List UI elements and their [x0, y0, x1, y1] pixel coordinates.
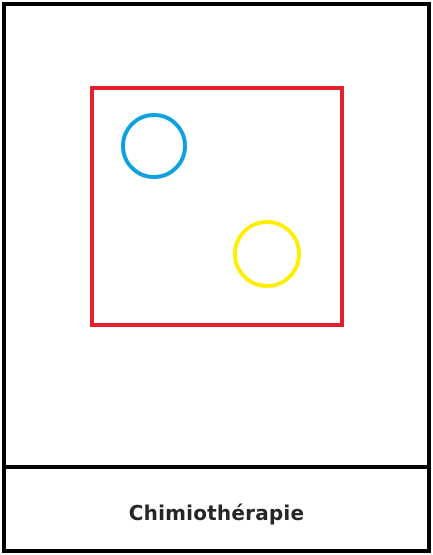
- illustration-area: [6, 6, 427, 465]
- illustration-svg: [90, 86, 344, 327]
- caption-area: Chimiothérapie: [6, 465, 427, 553]
- red-square-frame: [90, 86, 344, 327]
- caption-label: Chimiothérapie: [128, 501, 305, 525]
- blue-circle: [121, 113, 187, 179]
- yellow-circle: [233, 220, 301, 288]
